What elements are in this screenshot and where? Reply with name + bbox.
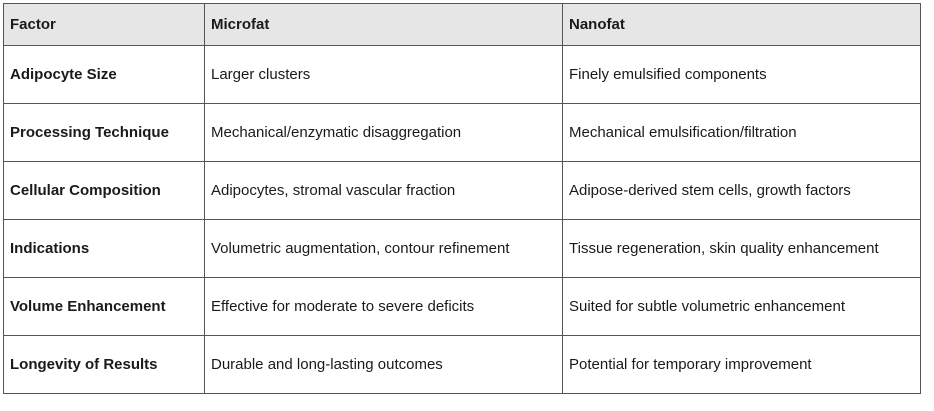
- table-row: Processing Technique Mechanical/enzymati…: [3, 103, 921, 162]
- microfat-cell: Larger clusters: [204, 45, 563, 104]
- header-nanofat: Nanofat: [562, 3, 921, 46]
- header-microfat: Microfat: [204, 3, 563, 46]
- microfat-cell: Mechanical/enzymatic disaggregation: [204, 103, 563, 162]
- table-header-row: Factor Microfat Nanofat: [3, 3, 921, 46]
- header-factor: Factor: [3, 3, 205, 46]
- table-row: Cellular Composition Adipocytes, stromal…: [3, 161, 921, 220]
- nanofat-cell: Finely emulsified components: [562, 45, 921, 104]
- factor-cell: Indications: [3, 219, 205, 278]
- factor-cell: Processing Technique: [3, 103, 205, 162]
- nanofat-cell: Suited for subtle volumetric enhancement: [562, 277, 921, 336]
- factor-cell: Volume Enhancement: [3, 277, 205, 336]
- comparison-table: Factor Microfat Nanofat Adipocyte Size L…: [3, 3, 921, 394]
- factor-cell: Longevity of Results: [3, 335, 205, 394]
- factor-cell: Adipocyte Size: [3, 45, 205, 104]
- comparison-table-container: Factor Microfat Nanofat Adipocyte Size L…: [3, 3, 921, 394]
- table-row: Longevity of Results Durable and long-la…: [3, 335, 921, 394]
- table-row: Adipocyte Size Larger clusters Finely em…: [3, 45, 921, 104]
- microfat-cell: Durable and long-lasting outcomes: [204, 335, 563, 394]
- factor-cell: Cellular Composition: [3, 161, 205, 220]
- microfat-cell: Effective for moderate to severe deficit…: [204, 277, 563, 336]
- microfat-cell: Adipocytes, stromal vascular fraction: [204, 161, 563, 220]
- microfat-cell: Volumetric augmentation, contour refinem…: [204, 219, 563, 278]
- nanofat-cell: Mechanical emulsification/filtration: [562, 103, 921, 162]
- nanofat-cell: Potential for temporary improvement: [562, 335, 921, 394]
- nanofat-cell: Tissue regeneration, skin quality enhanc…: [562, 219, 921, 278]
- table-row: Indications Volumetric augmentation, con…: [3, 219, 921, 278]
- nanofat-cell: Adipose-derived stem cells, growth facto…: [562, 161, 921, 220]
- table-row: Volume Enhancement Effective for moderat…: [3, 277, 921, 336]
